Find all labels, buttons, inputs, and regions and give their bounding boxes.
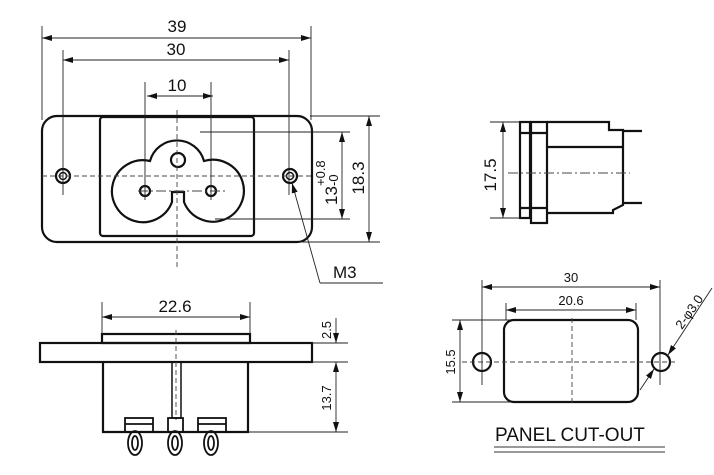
dim-opening-height: 13 xyxy=(322,186,341,205)
dim-tol-plus: +0.8 xyxy=(313,160,328,186)
screw-label: M3 xyxy=(333,263,357,282)
dim-height: 18.3 xyxy=(349,161,368,194)
panel-cutout-view: 30 20.6 15.5 2-φ3.0 PANEL CUT-OUT xyxy=(443,270,713,453)
side-view: 17.5 xyxy=(481,120,642,225)
panel-cutout-title: PANEL CUT-OUT xyxy=(495,425,645,446)
dim-body-depth: 13.7 xyxy=(319,385,334,410)
dim-overall-width: 39 xyxy=(168,17,187,36)
dim-tol-minus: -0 xyxy=(326,174,341,186)
dim-side-height: 17.5 xyxy=(481,158,500,191)
dim-cutout-width: 20.6 xyxy=(558,293,583,308)
dim-cutout-hole-spacing: 30 xyxy=(564,270,578,285)
dim-hole-spacing: 30 xyxy=(167,40,186,59)
dim-flange-thickness: 2.5 xyxy=(319,321,334,339)
front-view: 39 30 10 18.3 13 +0.8 -0 M3 xyxy=(40,17,383,284)
dim-cutout-height: 15.5 xyxy=(443,349,458,374)
bottom-view: 22.6 2.5 13.7 xyxy=(38,297,348,456)
hole-diameter-label: 2-φ3.0 xyxy=(672,292,706,332)
dim-cap-width: 22.6 xyxy=(158,297,191,316)
dim-pin-spacing: 10 xyxy=(168,76,187,95)
